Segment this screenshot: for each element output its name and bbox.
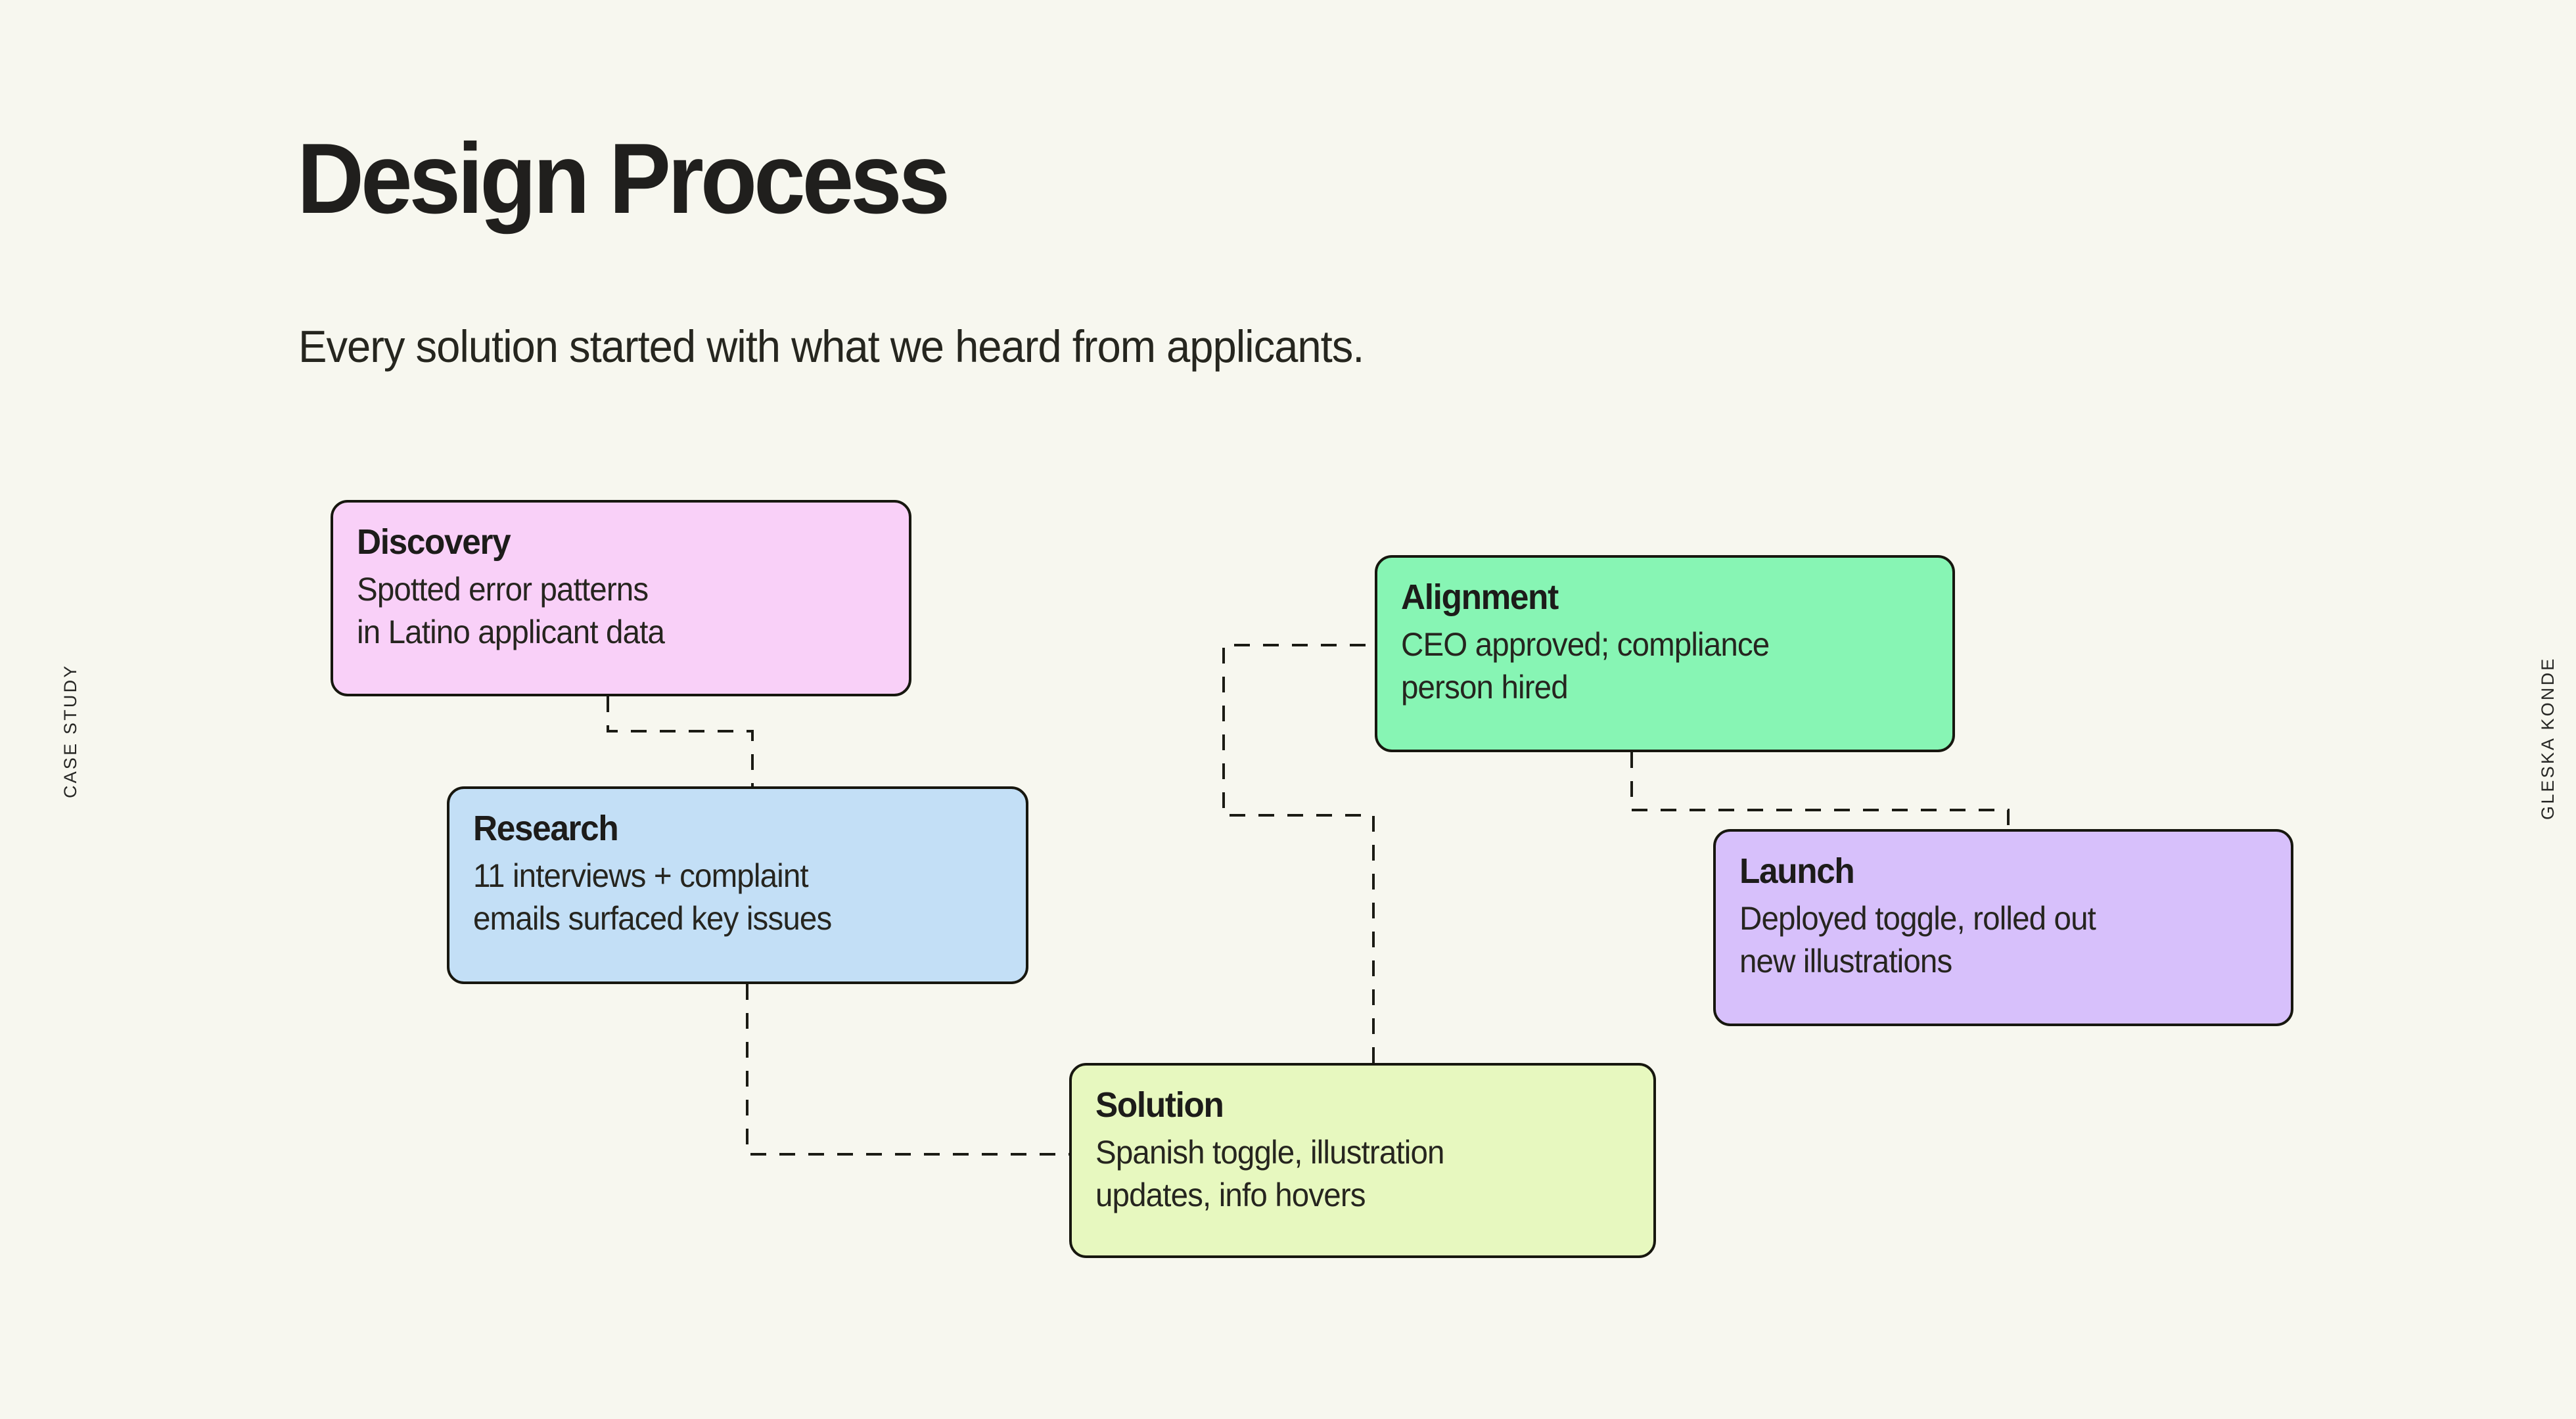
connector-research-to-solution bbox=[746, 984, 1069, 1156]
flow-card-body-research: 11 interviews + complaint emails surface… bbox=[473, 857, 832, 937]
side-label-brand: GLESKA KONDE bbox=[2538, 656, 2558, 820]
flow-card-body-solution: Spanish toggle, illustration updates, in… bbox=[1095, 1134, 1444, 1214]
flow-card-title-discovery: Discovery bbox=[357, 522, 511, 562]
page-title: Design Process bbox=[297, 123, 950, 235]
flow-card-title-research: Research bbox=[473, 809, 619, 848]
flow-card-body-alignment: CEO approved; compliance person hired bbox=[1401, 626, 1770, 706]
side-label-case-study: CASE STUDY bbox=[60, 664, 80, 798]
flow-card-title-launch: Launch bbox=[1739, 851, 1855, 891]
page-subtitle: Every solution started with what we hear… bbox=[298, 321, 1364, 372]
flow-card-title-alignment: Alignment bbox=[1401, 577, 1559, 617]
connector-alignment-to-launch bbox=[1630, 752, 2010, 829]
flow-card-research[interactable]: Research 11 interviews + complaint emails… bbox=[447, 786, 1028, 984]
flow-card-title-solution: Solution bbox=[1095, 1085, 1224, 1125]
connector-discovery-to-research bbox=[607, 696, 754, 786]
flow-card-body-discovery: Spotted error patterns in Latino applica… bbox=[357, 571, 665, 651]
flow-card-body-launch: Deployed toggle, rolled out new illustra… bbox=[1739, 900, 2096, 980]
connector-solution-to-alignment bbox=[1222, 644, 1375, 1063]
